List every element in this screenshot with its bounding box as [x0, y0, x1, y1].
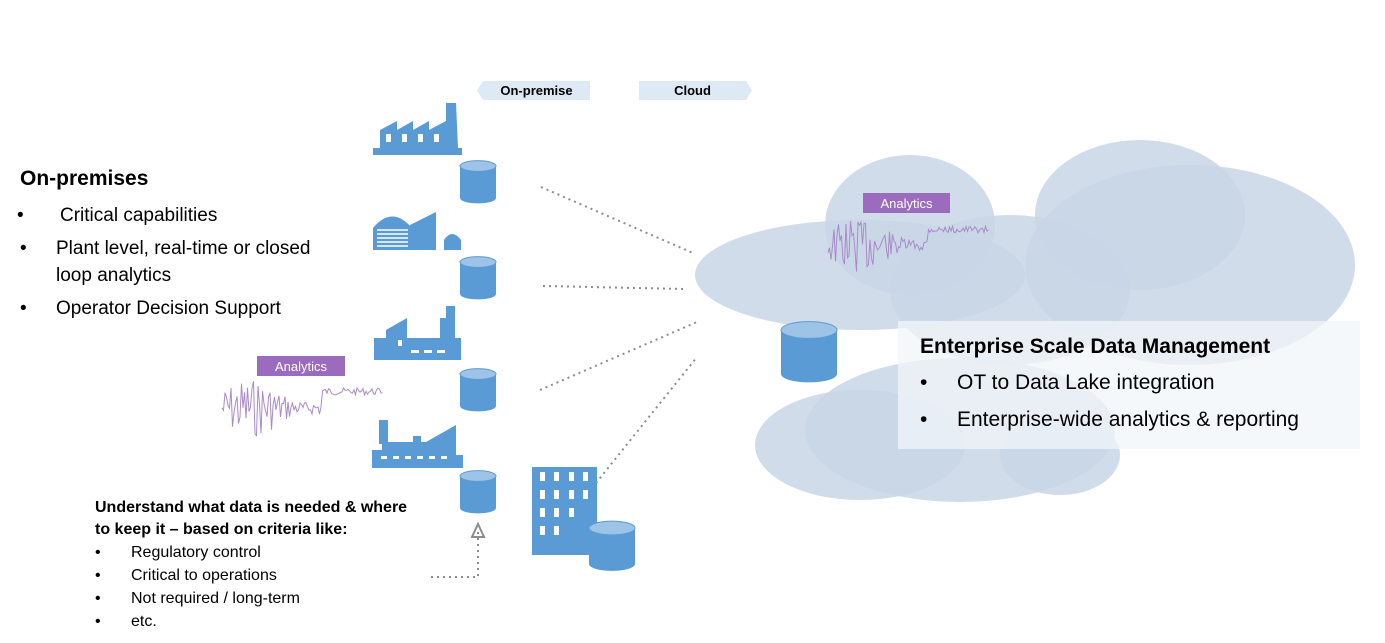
enterprise-title: Enterprise Scale Data Management — [920, 335, 1271, 358]
database-icon — [459, 160, 497, 204]
criteria-item-text: etc. — [131, 613, 157, 630]
arrow-head-up — [470, 521, 486, 538]
enterprise-item-text: OT to Data Lake integration — [957, 371, 1215, 394]
list-item-text: Critical capabilities — [60, 205, 218, 226]
database-icon — [459, 470, 497, 514]
mill-icon — [372, 420, 463, 468]
bullet: • — [95, 590, 101, 607]
factory-icon — [373, 103, 462, 155]
on-premise-banner-arrow — [477, 81, 590, 100]
criteria-title: Understand what data is needed & where t… — [95, 497, 455, 541]
cloud-label: Cloud — [674, 83, 711, 98]
bullet: • — [920, 408, 928, 431]
database-icon — [459, 256, 497, 300]
list-item-text: loop analytics — [56, 265, 172, 286]
bullet: • — [17, 205, 24, 226]
cloud-banner-arrow — [639, 81, 752, 100]
criteria-title-line: to keep it – based on criteria like: — [95, 521, 348, 538]
cloud-banner: Cloud — [639, 81, 746, 100]
bullet: • — [20, 298, 27, 319]
bullet: • — [95, 567, 101, 584]
database-group — [459, 160, 838, 571]
database-icon — [588, 520, 636, 571]
criteria-item-text: Critical to operations — [131, 567, 277, 584]
signal-waveform-icon — [221, 381, 383, 437]
bullet: • — [95, 544, 101, 561]
refinery-icon — [373, 212, 461, 250]
cloud-analytics-badge: Analytics — [863, 193, 950, 213]
list-item-text: Operator Decision Support — [56, 298, 281, 319]
criteria-title-line: Understand what data is needed & where — [95, 499, 408, 516]
signal-waveform-icon — [827, 220, 989, 272]
on-premises-title: On-premises — [20, 167, 149, 190]
on-premise-label: On-premise — [500, 83, 573, 98]
criteria-item-text: Regulatory control — [131, 544, 261, 561]
enterprise-item-text: Enterprise-wide analytics & reporting — [957, 408, 1299, 431]
dotted-connectors — [431, 186, 698, 578]
enterprise-panel: Enterprise Scale Data Management • OT to… — [898, 321, 1360, 449]
database-icon — [780, 321, 838, 383]
list-item-text: Plant level, real-time or closed — [56, 238, 311, 259]
database-icon — [459, 368, 497, 412]
plant-icon — [374, 306, 461, 360]
on-premise-banner: On-premise — [483, 81, 590, 100]
criteria-item-text: Not required / long-term — [131, 590, 300, 607]
analytics-badge: Analytics — [257, 356, 345, 376]
bullet: • — [95, 613, 101, 630]
bullet: • — [20, 238, 27, 259]
bullet: • — [920, 371, 928, 394]
